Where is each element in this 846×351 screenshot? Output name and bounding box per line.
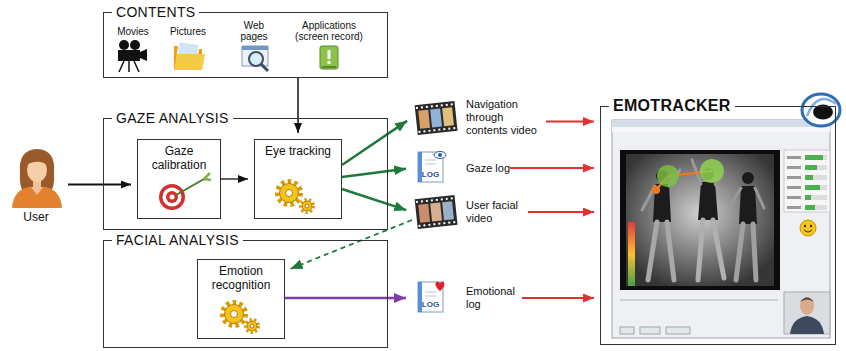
user-figure <box>12 149 62 208</box>
connector-arrow <box>342 121 407 165</box>
group-heading: EMOTRACKER <box>609 97 735 115</box>
application-panel: EMOTRACKER <box>600 106 836 345</box>
connector-arrow <box>342 189 406 210</box>
connector-arrow <box>342 169 406 177</box>
content-label: Applications (screen record) <box>290 20 368 42</box>
group-panel: FACIAL ANALYSISEmotion recognition <box>103 240 388 348</box>
node-text: Gaze calibration <box>141 144 217 172</box>
group-heading: FACIAL ANALYSIS <box>112 232 243 248</box>
content-label: Pictures <box>164 26 212 37</box>
gear-icon <box>278 182 300 204</box>
node-text: Gaze log <box>466 162 510 175</box>
output-item: Navigation through contents video <box>412 98 546 137</box>
gear-icon <box>246 320 258 332</box>
gear-icon <box>223 303 245 325</box>
film-icon <box>415 195 458 229</box>
pictures-icon <box>174 42 205 70</box>
movie-icon <box>118 40 147 72</box>
content-label: Web pages <box>233 20 275 42</box>
connector-arrow <box>291 220 412 269</box>
emotracker-logo <box>802 94 840 126</box>
icon-label: LOG <box>418 300 443 309</box>
node-text: User facial video <box>466 199 528 225</box>
content-label: Movies <box>110 26 156 37</box>
target-icon <box>159 173 211 210</box>
connector-arrow <box>528 211 594 213</box>
output-item: Gaze log <box>412 150 510 186</box>
connector-arrow <box>546 121 594 123</box>
gear-icon <box>301 200 313 212</box>
connector-arrow <box>522 297 594 299</box>
group-heading: GAZE ANALYSIS <box>112 110 233 126</box>
process-box: Eye tracking <box>254 139 342 219</box>
node-text: Eye tracking <box>258 144 338 158</box>
group-heading: CONTENTS <box>112 4 199 20</box>
node-text: Navigation through contents video <box>466 98 546 137</box>
application-icon <box>320 46 338 69</box>
web-pages-icon <box>242 46 268 71</box>
output-item: Emotional log <box>412 280 522 316</box>
group-panel: GAZE ANALYSISGaze calibrationEye trackin… <box>103 118 388 230</box>
output-item: User facial video <box>412 194 528 230</box>
node-text: Emotional log <box>466 285 522 311</box>
connector-arrow <box>221 178 248 179</box>
connector-arrow <box>510 167 594 169</box>
emotracker-screenshot <box>612 120 830 338</box>
film-icon <box>415 101 458 135</box>
process-box: Gaze calibration <box>137 139 221 219</box>
connector-arrow <box>68 184 131 186</box>
user-actor: User <box>4 150 68 224</box>
icon-label: LOG <box>418 170 443 179</box>
node-text: User <box>4 210 68 224</box>
connector-arrow <box>297 78 299 133</box>
log-icon <box>418 282 445 312</box>
log-icon <box>418 152 446 183</box>
process-box: Emotion recognition <box>197 259 285 339</box>
node-text: Emotion recognition <box>201 264 281 292</box>
